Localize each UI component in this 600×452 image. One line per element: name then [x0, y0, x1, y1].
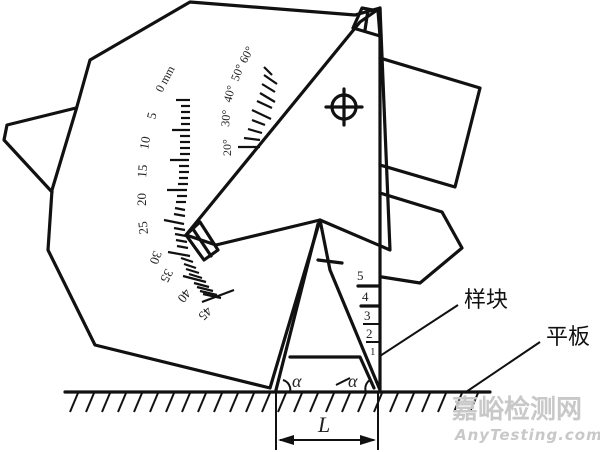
- mm-label-10: 10: [136, 135, 153, 150]
- slot-label-3: 3: [364, 308, 371, 323]
- arm-tip: [351, 6, 382, 38]
- angle-label-30: 30°: [218, 109, 233, 127]
- right-angle-arc: [364, 379, 371, 393]
- gauge-right-lower-tab: [378, 191, 464, 285]
- mm-label-30: 30: [147, 249, 166, 266]
- right-angle-symbol: α: [348, 371, 358, 391]
- angle-label-40: 40°: [220, 84, 238, 104]
- angle-label-50: 50°: [228, 62, 247, 83]
- slot-label-4: 4: [362, 289, 369, 304]
- dimension-L: L: [275, 392, 379, 450]
- mm-label-20: 20: [134, 193, 149, 206]
- mm-unit-label: 0 mm: [152, 63, 178, 95]
- angle-scale: [238, 66, 278, 149]
- callout-sample-block: 样块: [464, 288, 508, 313]
- gauge-pivot-arm: [184, 6, 382, 392]
- mm-label-5: 5: [143, 111, 159, 121]
- gauge-left-tab: [2, 106, 78, 194]
- inner-block-top: [316, 258, 344, 265]
- flat-plate: [63, 390, 492, 413]
- callout-line-flat-plate: [465, 341, 541, 393]
- slot-label-1: 1: [370, 346, 376, 358]
- watermark-chinese: 嘉峪检测网: [452, 394, 582, 425]
- angle-label-20: 20°: [220, 139, 234, 156]
- watermark-english: AnyTesting.com: [454, 426, 600, 444]
- gauge-right-upper-tab: [378, 56, 482, 189]
- mm-label-25: 25: [135, 221, 151, 235]
- mm-label-45: 45: [196, 304, 216, 324]
- callout-line-sample-block: [379, 304, 459, 357]
- crosshair-target-icon: [324, 87, 364, 127]
- mm-label-35: 35: [157, 267, 176, 286]
- slot-label-2: 2: [366, 326, 373, 341]
- mm-label-15: 15: [134, 164, 150, 178]
- left-angle-symbol: α: [292, 371, 302, 391]
- callout-flat-plate: 平板: [546, 325, 590, 350]
- mm-label-40: 40: [175, 286, 195, 305]
- slot-label-5: 5: [357, 268, 364, 283]
- angle-label-60: 60°: [236, 44, 256, 66]
- mm-scale: [163, 98, 235, 304]
- block-slots: 5 4 3 2 1: [356, 268, 381, 358]
- left-leg: [274, 222, 320, 392]
- sample-block: [288, 355, 376, 390]
- dimension-label: L: [317, 412, 330, 437]
- left-angle-arc: [282, 379, 292, 393]
- arm-foot-square: [184, 220, 220, 262]
